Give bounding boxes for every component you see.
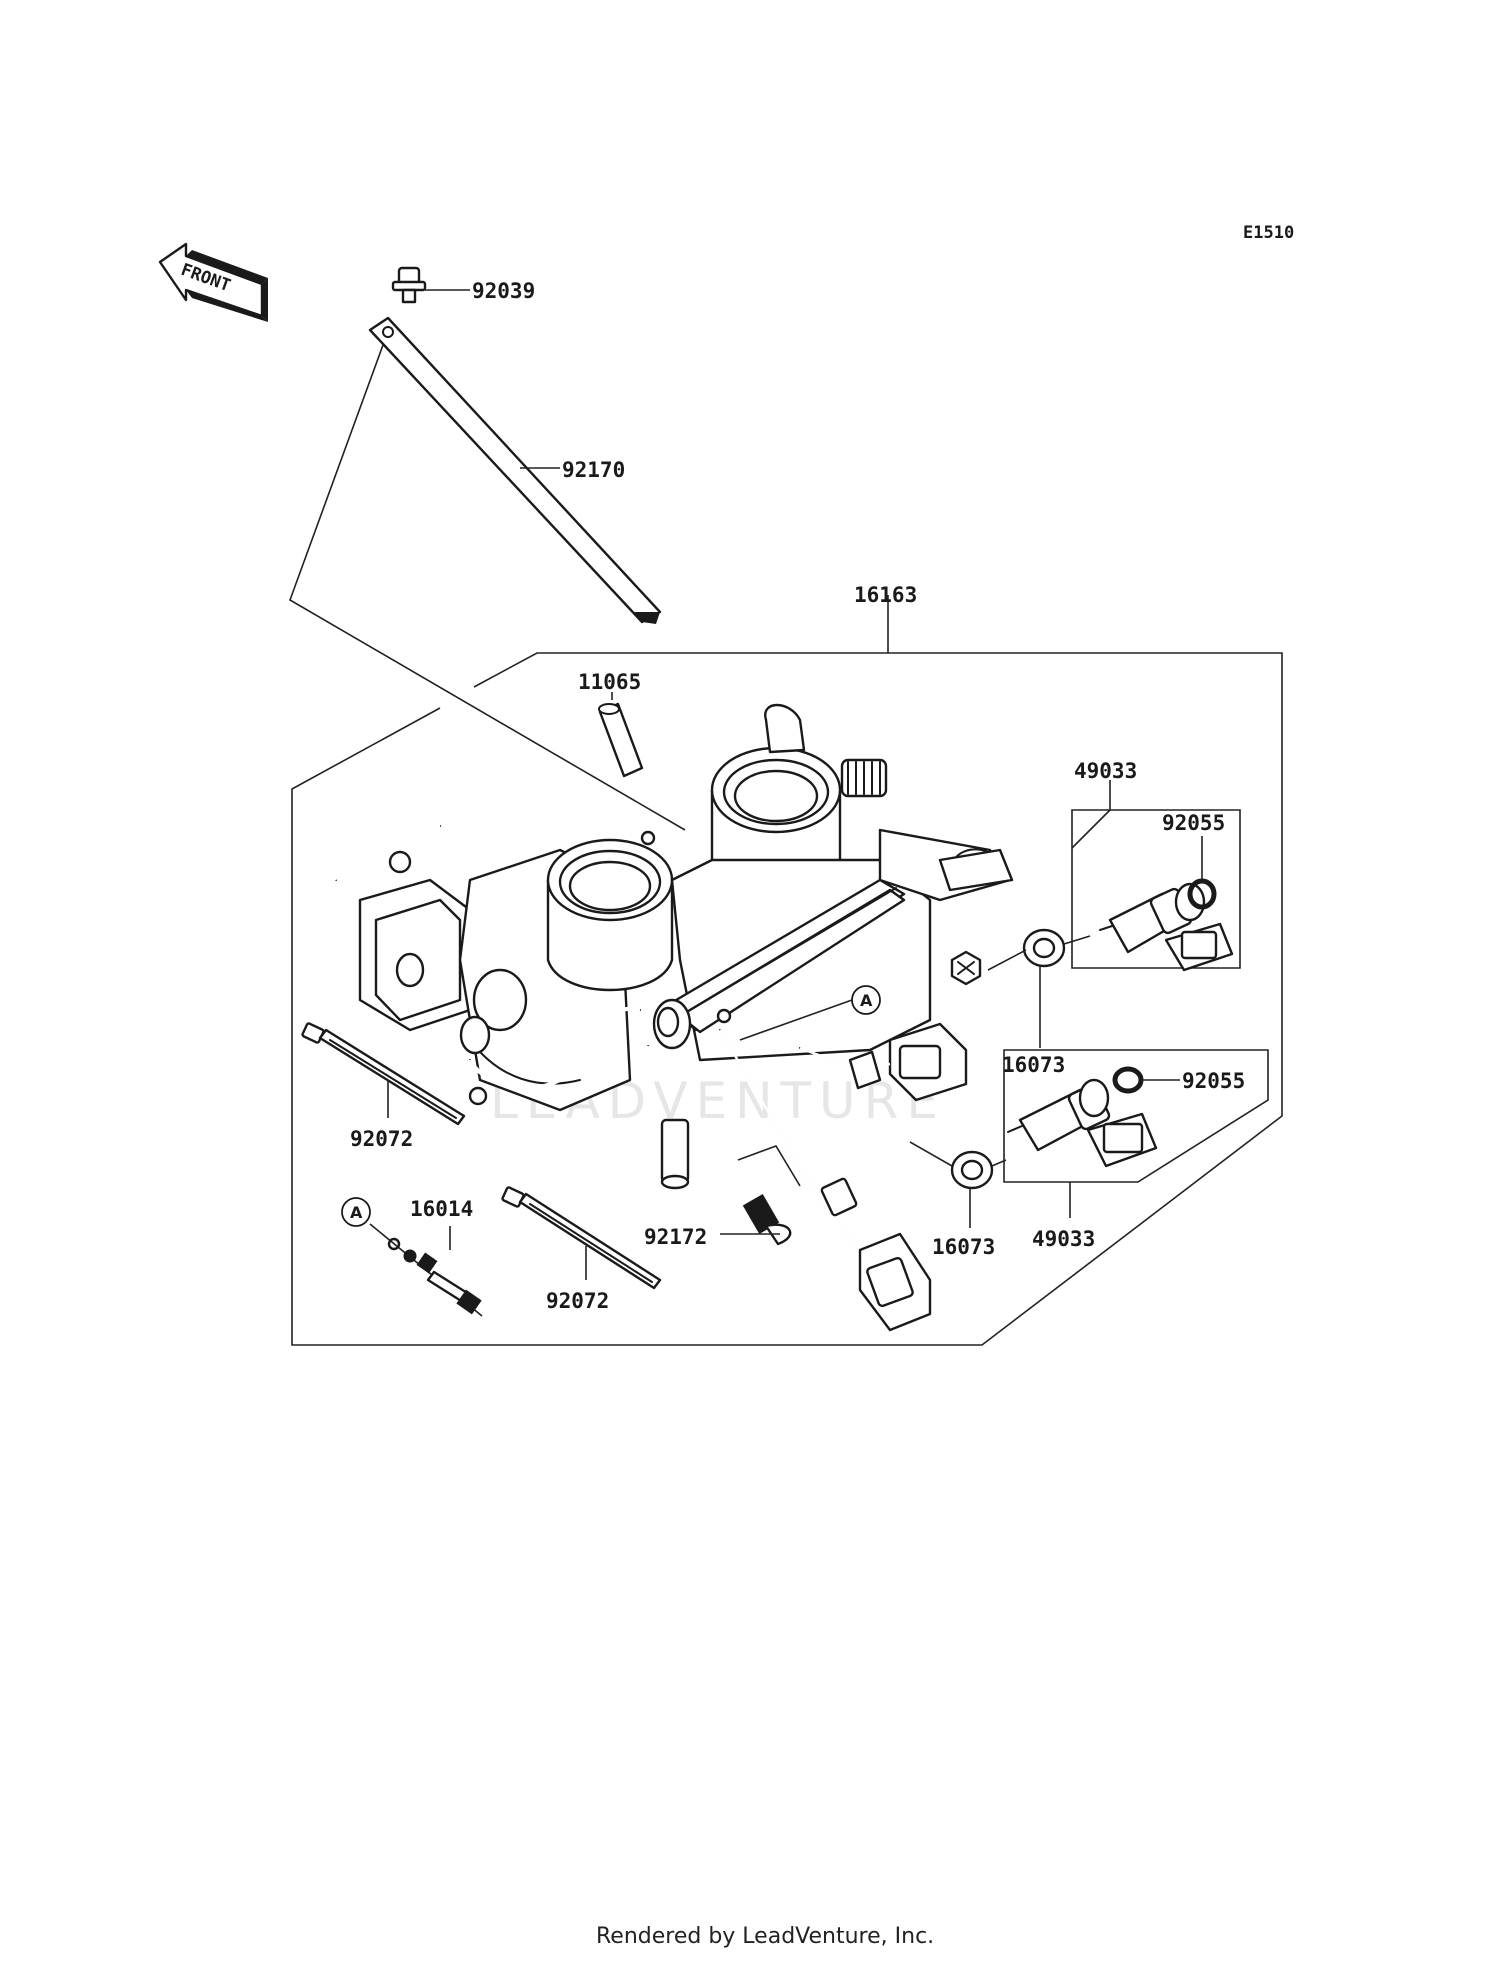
- label-16073-bottom: 16073: [932, 1235, 995, 1259]
- label-49033-top: 49033: [1074, 759, 1137, 783]
- label-92172: 92172: [644, 1225, 707, 1249]
- oring-92055-top: [1187, 878, 1217, 910]
- bracket-49033-bottom: [1003, 1049, 1269, 1183]
- front-arrow-icon: FRONT: [158, 242, 268, 322]
- bolt-92039: [391, 266, 427, 304]
- label-92055-top: 92055: [1162, 811, 1225, 835]
- zip-tie-92072-bottom: [501, 1186, 662, 1290]
- label-92072-bottom: 92072: [546, 1289, 609, 1313]
- label-16073-top: 16073: [1002, 1053, 1065, 1077]
- zip-tie-92072-left: [301, 1022, 466, 1126]
- callout-a-main: A: [860, 991, 873, 1010]
- washer-16073-top: [1022, 928, 1066, 968]
- callout-a-16014: A: [350, 1203, 363, 1222]
- label-92170: 92170: [562, 458, 625, 482]
- bracket-49033-top: [1071, 809, 1241, 969]
- label-49033-bottom: 49033: [1032, 1227, 1095, 1251]
- footer-credit: Rendered by LeadVenture, Inc.: [596, 1924, 934, 1949]
- screw-set-16014: [387, 1237, 482, 1315]
- label-16014: 16014: [410, 1197, 473, 1221]
- injector-49033-bottom: [1007, 1078, 1158, 1168]
- label-92055-bottom: 92055: [1182, 1069, 1245, 1093]
- strap-92170: [368, 316, 662, 624]
- label-11065: 11065: [578, 670, 641, 694]
- label-92072-left: 92072: [350, 1127, 413, 1151]
- diagram-code: E1510: [1243, 223, 1294, 243]
- label-92039: 92039: [472, 279, 535, 303]
- injector-49033-top: [1099, 882, 1234, 972]
- label-16163: 16163: [854, 583, 917, 607]
- assembly-outline: [291, 652, 1283, 1346]
- oring-92055-bottom: [1112, 1066, 1144, 1094]
- washer-16073-bottom: [950, 1150, 994, 1190]
- cap-11065: [598, 702, 644, 778]
- screw-92172: [742, 1193, 792, 1246]
